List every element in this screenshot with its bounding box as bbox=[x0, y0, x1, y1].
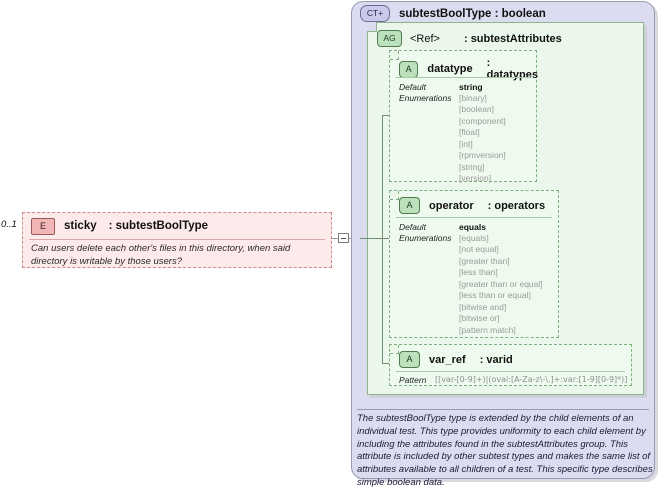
annotation-text: The subtestBoolType type is extended by … bbox=[357, 413, 653, 489]
enumeration-value: [bitwise and] bbox=[459, 301, 507, 312]
enumeration-value: [greater than or equal] bbox=[459, 278, 543, 289]
element-badge-icon: E bbox=[31, 217, 55, 235]
facet-default-value: equals bbox=[459, 222, 486, 232]
enumeration-value: [rpmversion] bbox=[459, 150, 506, 161]
element-documentation: Can users delete each other's files in t… bbox=[31, 243, 291, 267]
attribute-corner-notch bbox=[390, 345, 399, 354]
attribute-divider bbox=[396, 77, 530, 78]
expand-collapse-toggle[interactable] bbox=[338, 233, 349, 243]
attribute-type: : varid bbox=[479, 353, 513, 366]
attribute-name: var_ref bbox=[429, 353, 466, 366]
element-type: : subtestBoolType bbox=[108, 220, 209, 232]
enumeration-value: [less than] bbox=[459, 267, 498, 278]
attribute-box-datatype[interactable]: A datatype : datatypes Default Enumerati… bbox=[389, 50, 540, 185]
attribute-name: operator bbox=[429, 199, 474, 212]
element-header: E sticky : subtestBoolType bbox=[23, 213, 331, 239]
enumeration-value: [not equal] bbox=[459, 244, 499, 255]
attributegroup-header: AG <Ref> : subtestAttributes bbox=[377, 30, 562, 47]
attribute-header-operator: A operator : operators bbox=[399, 197, 545, 214]
attribute-box-operator[interactable]: A operator : operators Default Enumerati… bbox=[389, 190, 559, 338]
complextype-badge-label: CT bbox=[366, 8, 379, 19]
connector-tree-operator bbox=[382, 238, 390, 239]
facet-default-value: string bbox=[459, 82, 483, 92]
connector-group-entry bbox=[360, 238, 382, 239]
facet-label-enumerations: Enumerations bbox=[399, 93, 452, 103]
facet-label-enumerations: Enumerations bbox=[399, 233, 452, 243]
enumeration-value: [equals] bbox=[459, 233, 489, 243]
connector-tree-datatype bbox=[382, 115, 390, 116]
complextype-title: subtestBoolType : boolean bbox=[399, 7, 546, 20]
attribute-header-datatype: A datatype : datatypes bbox=[399, 57, 540, 81]
enumeration-value: [component] bbox=[459, 115, 506, 126]
attribute-badge-icon: A bbox=[399, 351, 420, 368]
connector-tree-vertical bbox=[382, 115, 383, 363]
attributegroup-ref: <Ref> bbox=[410, 32, 440, 45]
enumeration-value: [bitwise or] bbox=[459, 313, 500, 324]
element-name: sticky bbox=[64, 220, 97, 232]
attribute-box-varref[interactable]: A var_ref : varid Pattern [[var-[0-9]+)|… bbox=[389, 344, 632, 386]
attribute-type: : operators bbox=[487, 199, 546, 212]
attribute-header-varref: A var_ref : varid bbox=[399, 351, 513, 368]
facet-pattern-value: [[var-[0-9]+)|(oval:[A-Za-z\-\.]+:var:[1… bbox=[435, 375, 628, 384]
enumeration-value: [binary] bbox=[459, 93, 487, 103]
attribute-corner-notch bbox=[390, 51, 399, 60]
enumeration-value: [float] bbox=[459, 127, 480, 138]
enumeration-value: [int] bbox=[459, 138, 473, 149]
complextype-badge-icon[interactable]: CT+ bbox=[360, 5, 390, 22]
cardinality-label: 0..1 bbox=[1, 219, 17, 230]
attribute-name: datatype bbox=[427, 63, 473, 75]
enumeration-value: [less than or equal] bbox=[459, 290, 531, 301]
attribute-divider bbox=[396, 217, 552, 218]
attribute-divider bbox=[396, 371, 625, 372]
connector-tree-varref bbox=[382, 363, 390, 364]
enumeration-value: [boolean] bbox=[459, 104, 494, 115]
facet-enumeration-list: [equals][not equal][greater than][less t… bbox=[459, 233, 543, 336]
enumeration-value: [version] bbox=[459, 173, 492, 184]
facet-label-default: Default bbox=[399, 222, 426, 232]
facet-enumeration-list: [binary][boolean][component][float][int]… bbox=[459, 93, 506, 185]
attribute-corner-notch bbox=[390, 191, 399, 200]
attributegroup-type: : subtestAttributes bbox=[463, 32, 562, 45]
annotation-divider bbox=[357, 409, 649, 410]
facet-label-default: Default bbox=[399, 82, 426, 92]
attributegroup-corner-notch bbox=[367, 22, 377, 32]
attribute-badge-icon: A bbox=[399, 197, 420, 214]
enumeration-value: [greater than] bbox=[459, 255, 510, 266]
enumeration-value: [string] bbox=[459, 161, 485, 172]
attribute-badge-icon: A bbox=[399, 60, 419, 78]
element-box-sticky[interactable]: E sticky : subtestBoolType Can users del… bbox=[22, 212, 332, 268]
attribute-type: : datatypes bbox=[486, 57, 538, 81]
enumeration-value: [pattern match] bbox=[459, 324, 516, 335]
complextype-header: CT+ subtestBoolType : boolean bbox=[360, 5, 546, 22]
connector-element-to-stub bbox=[332, 238, 340, 239]
complextype-expand-icon[interactable]: + bbox=[378, 8, 384, 19]
facet-label-pattern: Pattern bbox=[399, 375, 427, 385]
attributegroup-badge-icon: AG bbox=[377, 30, 402, 47]
element-divider bbox=[29, 239, 325, 240]
